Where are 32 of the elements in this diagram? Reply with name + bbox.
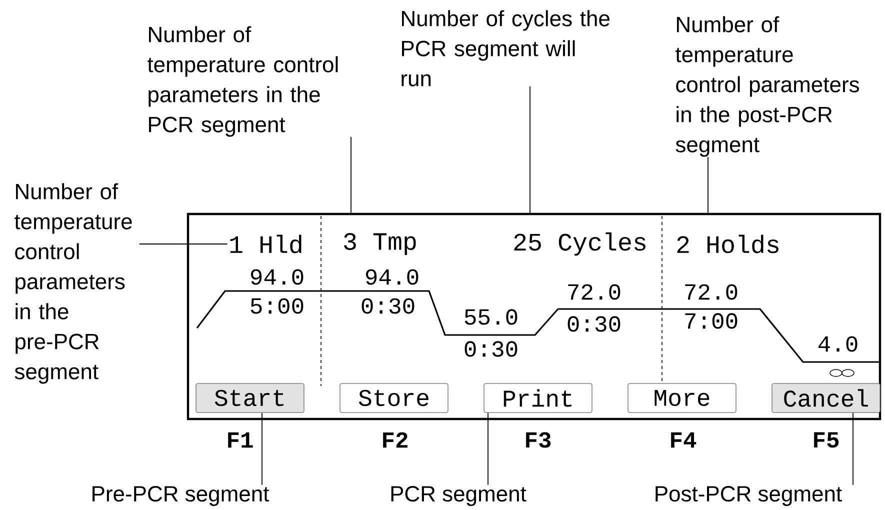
temperature-value: 94.0 (251, 269, 304, 285)
annotation-text: Number of cycles the PCR segment will run (402, 10, 610, 86)
segment-header: 3 Tmp (344, 233, 416, 255)
softkey-button: Store (340, 383, 448, 413)
annotation-text: Number of temperature control parameters in the pre-PCR segment (14, 183, 132, 384)
segment-label: Post-PCR segment (656, 486, 842, 506)
temperature-value: 4.0 (818, 336, 858, 352)
temperature-value: 72.0 (685, 284, 738, 300)
display-screen (186, 212, 882, 420)
temperature-value: 55.0 (464, 309, 518, 325)
annotation-text: Number of temperature control parameters in the PCR segment (148, 26, 338, 137)
time-value: 0:30 (362, 298, 414, 314)
function-key-label: F5 (814, 432, 839, 448)
temperature-value: 72.0 (568, 284, 620, 300)
segment-label: PCR segment (391, 486, 526, 506)
time-value: 0:30 (568, 316, 620, 332)
segment-header: 25 Cycles (514, 232, 646, 256)
leader-line (350, 136, 352, 214)
segment-header: 2 Holds (677, 234, 778, 254)
time-value: 7:00 (685, 313, 738, 329)
time-value: 5:00 (250, 298, 304, 314)
temperature-value: 94.0 (366, 269, 418, 285)
annotation-text: Number of temperature control parameters in the post-PCR segment (676, 16, 860, 157)
softkey-button: More (628, 383, 736, 413)
softkey-button: Cancel (772, 383, 880, 413)
softkey-button: Print (484, 383, 592, 413)
segment-label: Pre-PCR segment (92, 486, 270, 506)
segment-header: 1 Hld (230, 234, 302, 254)
leader-line (852, 412, 854, 486)
time-value: 0:30 (464, 341, 518, 357)
function-key-label: F1 (228, 432, 253, 448)
softkey-button: Start (196, 383, 304, 413)
